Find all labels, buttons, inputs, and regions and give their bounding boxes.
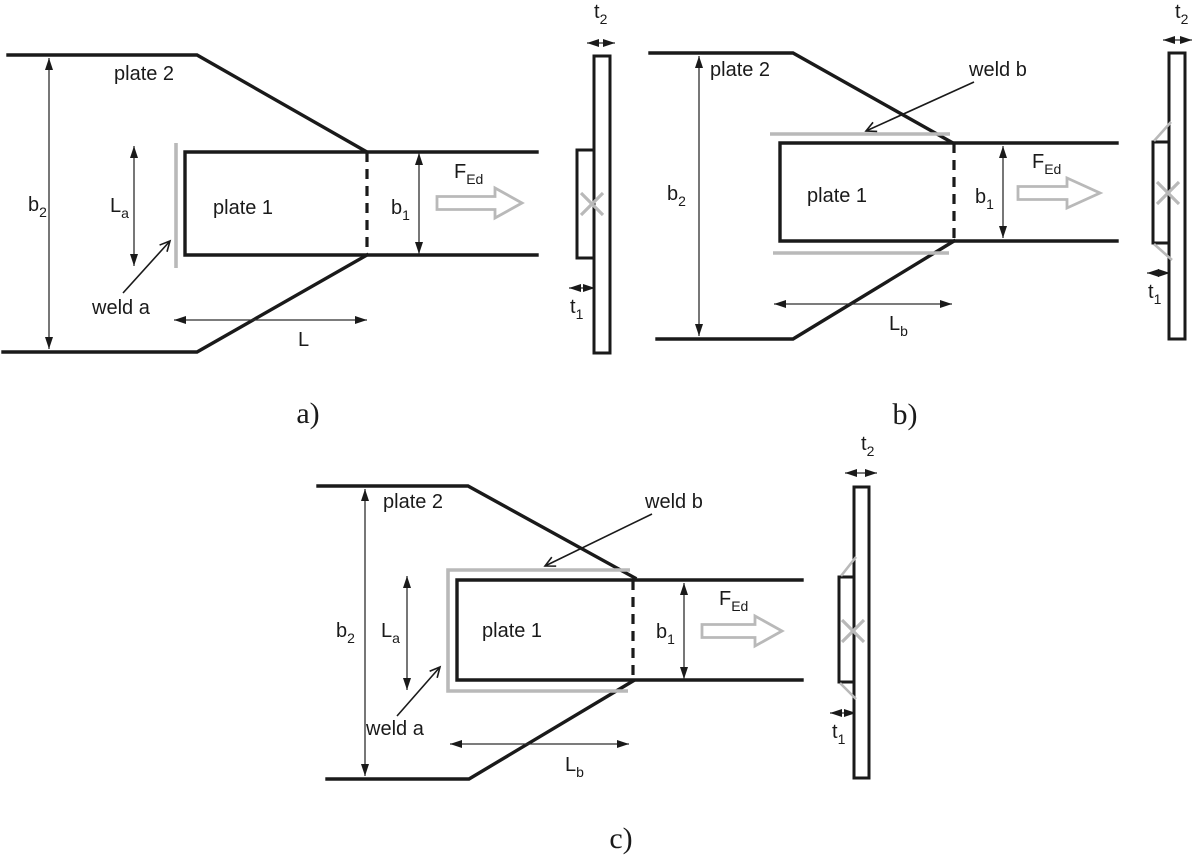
plate1-label: plate 1 — [213, 197, 273, 219]
plate2-label: plate 2 — [710, 59, 770, 81]
Lb-label: Lb — [889, 313, 908, 339]
L-label: L — [298, 329, 309, 351]
Lb-label: Lb — [565, 754, 584, 780]
b2-label: b2 — [28, 194, 47, 220]
FEd-label: FEd — [1032, 151, 1061, 177]
b1-label: b1 — [656, 621, 675, 647]
La-label: La — [381, 620, 400, 646]
caption-c: c) — [609, 822, 632, 855]
t2-label: t2 — [1175, 1, 1189, 27]
plate2-outline-bottom — [655, 238, 957, 341]
FEd-label: FEd — [719, 588, 748, 614]
t1-label: t1 — [570, 296, 584, 322]
weld-b-leader-arrow — [864, 81, 975, 133]
plate1-outline — [778, 141, 1119, 243]
weld-a-label: weld a — [365, 718, 425, 740]
force-arrow-icon — [435, 185, 525, 221]
plate2-label: plate 2 — [383, 491, 443, 513]
t2-label: t2 — [861, 433, 875, 459]
plate1-label: plate 1 — [482, 620, 542, 642]
weld-outline-lines — [446, 568, 630, 693]
t1-label: t1 — [1148, 281, 1162, 307]
weld-x-mark-icon — [579, 191, 605, 217]
t2-label: t2 — [594, 1, 608, 27]
weld-a-leader-arrow — [396, 665, 442, 717]
plate1-outline — [183, 150, 539, 257]
b2-label: b2 — [667, 183, 686, 209]
weld-x-mark-icon — [840, 618, 866, 644]
b1-label: b1 — [975, 186, 994, 212]
La-label: La — [110, 195, 129, 221]
b1-label: b1 — [391, 197, 410, 223]
plate2-outline-top — [6, 53, 370, 155]
plate2-outline-top — [316, 484, 638, 581]
plate2-outline-top — [648, 51, 956, 146]
weld-b-lines — [770, 132, 950, 255]
plate1-outline — [455, 578, 804, 682]
panel-a: plate 2 plate 1 b2 La weld a L b1 FEd t1… — [1, 1, 615, 430]
weld-a-label: weld a — [91, 297, 151, 319]
FEd-label: FEd — [454, 161, 483, 187]
weld-x-mark-icon — [1155, 180, 1181, 206]
t1-label: t1 — [832, 721, 846, 747]
weld-b-side-marks — [1153, 121, 1173, 261]
panel-b: plate 2 plate 1 weld b b2 Lb b1 FEd t1 t… — [648, 1, 1192, 431]
force-arrow-icon — [1016, 175, 1104, 211]
weld-b-label: weld b — [644, 491, 703, 513]
plate2-label: plate 2 — [114, 63, 174, 85]
weld-b-side-marks — [839, 556, 858, 700]
weld-b-label: weld b — [968, 59, 1027, 81]
b2-label: b2 — [336, 620, 355, 646]
plate2-side-view — [592, 54, 612, 355]
force-arrow-icon — [700, 613, 785, 649]
caption-a: a) — [296, 397, 319, 430]
caption-b: b) — [893, 398, 918, 431]
weld-b-leader-arrow — [543, 513, 653, 567]
plate2-outline-bottom — [1, 252, 370, 354]
panel-c: plate 2 plate 1 weld b weld a b2 La Lb b… — [316, 433, 877, 855]
plate1-label: plate 1 — [807, 185, 867, 207]
weld-a-leader-arrow — [122, 239, 172, 294]
plate2-outline-bottom — [325, 678, 636, 781]
